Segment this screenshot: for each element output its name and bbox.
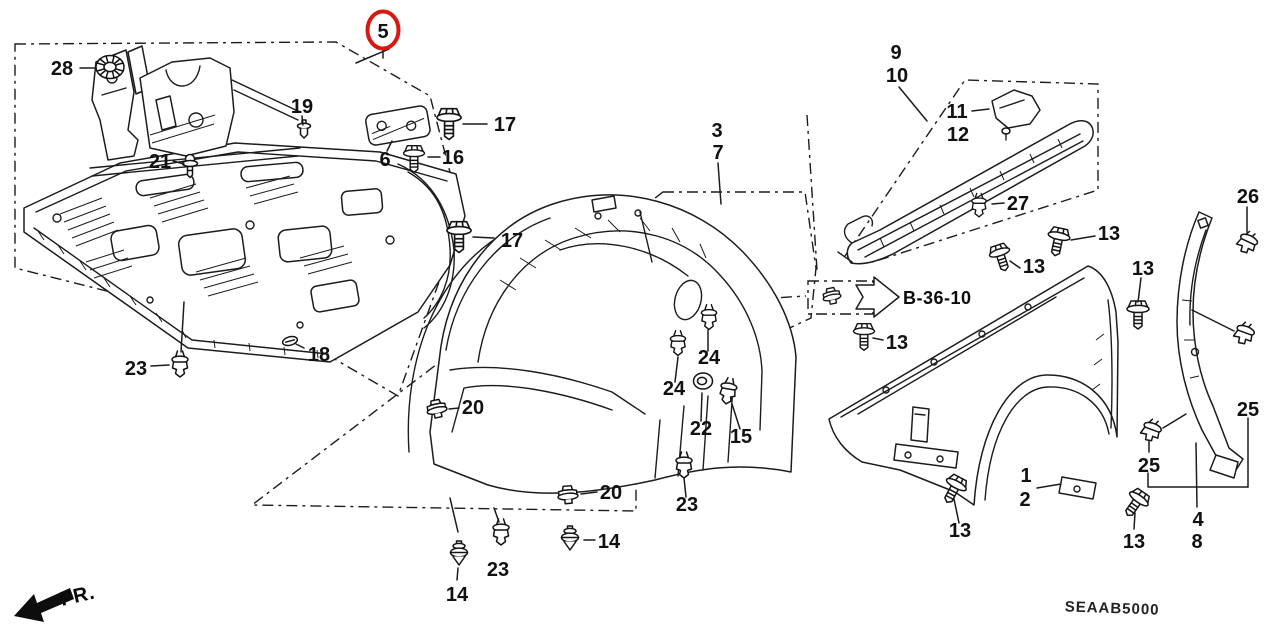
callout-13a: 13 [1098, 223, 1120, 245]
callout-14b: 14 [446, 584, 469, 606]
callout-2: 2 [1019, 489, 1030, 511]
callout-labels: 28 19 21 6 16 17 17 18 23 3 7 9 10 11 12… [51, 42, 1259, 606]
callout-15: 15 [730, 426, 752, 448]
callout-1: 1 [1020, 465, 1031, 487]
fender-liner-part [407, 194, 797, 494]
callout-18: 18 [308, 344, 330, 366]
callout-24a: 24 [698, 347, 721, 369]
pillar-garnish-part [1176, 211, 1244, 479]
callout-13c: 13 [1132, 258, 1154, 280]
highlight-circle-icon [365, 9, 401, 51]
clip-14b [449, 540, 469, 566]
callout-23a: 23 [125, 358, 147, 380]
clip-25b [1138, 416, 1165, 445]
front-marker-label: FR. [58, 582, 97, 611]
callout-24b: 24 [663, 378, 686, 400]
callout-23b: 23 [676, 494, 698, 516]
under-cover-part [23, 142, 466, 363]
callout-3: 3 [711, 120, 722, 142]
bolt-13c [1126, 300, 1150, 330]
callout-4: 4 [1192, 509, 1204, 531]
callout-8: 8 [1191, 531, 1202, 553]
grommet-28 [95, 54, 125, 80]
callout-13e: 13 [949, 520, 971, 542]
callout-21: 21 [149, 151, 171, 173]
callout-17b: 17 [501, 230, 523, 252]
reference-arrow-icon [855, 276, 900, 318]
clip-23c [492, 518, 510, 546]
callout-13d: 13 [886, 332, 908, 354]
bolt-17a [436, 107, 462, 141]
callout-14a: 14 [598, 531, 621, 553]
garnish-bracket-part [991, 89, 1041, 141]
callout-16: 16 [442, 147, 464, 169]
callout-13b: 13 [1023, 256, 1045, 278]
reference-callout-label: B-36-10 [903, 288, 972, 308]
stay-bracket-part [365, 105, 431, 146]
leader-lines [79, 47, 1249, 581]
callout-5: 5 [377, 21, 388, 43]
drawing-code: SEAAB5000 [1064, 598, 1159, 618]
callout-20a: 20 [462, 397, 484, 419]
bulkhead-cover-part [91, 45, 301, 161]
callout-23c: 23 [487, 559, 509, 581]
callout-12: 12 [947, 124, 969, 146]
highlighted-callout-5: 5 [365, 9, 401, 51]
clip-25a [1231, 319, 1258, 348]
clip-23a [171, 350, 189, 378]
callout-13f: 13 [1123, 531, 1145, 553]
callout-19: 19 [291, 96, 313, 118]
fender-panel-part [828, 265, 1119, 506]
clip-26 [1233, 227, 1262, 257]
callout-25a: 25 [1237, 399, 1259, 421]
callout-9: 9 [890, 42, 901, 64]
bolt-13d [852, 322, 876, 351]
clip-14a [560, 525, 580, 551]
callout-6: 6 [379, 149, 390, 171]
callout-11: 11 [946, 101, 967, 123]
callout-26: 26 [1237, 186, 1259, 208]
bolt-13a [1043, 225, 1073, 259]
fender-garnish-part [837, 120, 1094, 265]
clip-19 [296, 119, 312, 139]
callout-10: 10 [886, 65, 908, 87]
callout-20b: 20 [600, 482, 622, 504]
callout-28: 28 [51, 58, 73, 80]
front-direction-arrow: FR. [14, 582, 97, 622]
callout-7: 7 [712, 142, 723, 164]
front-arrow-icon [14, 588, 74, 622]
clip-b36 [820, 285, 843, 307]
callout-27: 27 [1007, 193, 1029, 215]
callout-22: 22 [690, 418, 712, 440]
callout-17a: 17 [494, 114, 516, 136]
bolt-13b [986, 241, 1017, 275]
grommet-22 [692, 372, 714, 390]
callout-25b: 25 [1138, 455, 1160, 477]
